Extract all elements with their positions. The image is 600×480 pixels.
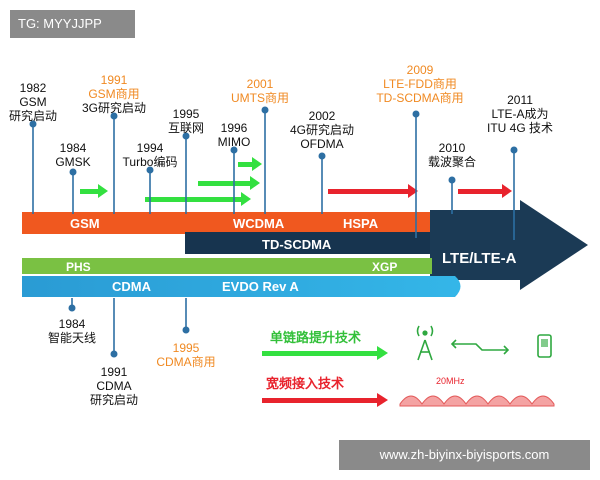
event-label: UMTS商用 (231, 90, 289, 105)
lte-arrow (430, 200, 588, 290)
pin-head (412, 110, 420, 118)
tdscdma-band (185, 232, 430, 254)
hspa-band-label: HSPA (343, 216, 379, 231)
bandwidth-humps (399, 395, 555, 407)
event-label: Turbo编码 (123, 154, 178, 169)
gsm-band-label: GSM (70, 216, 100, 231)
event-1991-top: 1991 GSM商用 3G研究启动 (82, 73, 146, 115)
event-year: 1982 (20, 81, 47, 95)
event-label: GSM (19, 95, 46, 109)
event-year: 1984 (59, 317, 86, 331)
event-label: GMSK (55, 155, 90, 169)
pin-head (182, 326, 190, 334)
event-label: CDMA商用 (156, 354, 215, 369)
wcdma-band-label: WCDMA (233, 216, 285, 231)
bandwidth-label: 20MHz (436, 376, 465, 386)
pins-top (29, 106, 518, 240)
cdma-band (22, 276, 461, 297)
watermark-tag: TG: MYYJJPP (10, 10, 135, 38)
antenna-tower-icon (416, 325, 434, 361)
event-label: 4G研究启动 (290, 122, 354, 137)
legend-broadband-label: 宽频接入技术 (265, 376, 344, 391)
event-label: TD-SCDMA商用 (376, 90, 463, 105)
pin-head (110, 350, 118, 358)
evdo-band-label: EVDO Rev A (222, 279, 299, 294)
event-1994: 1994 Turbo编码 (123, 141, 178, 169)
event-label: MIMO (218, 135, 251, 149)
red-arrow-1 (328, 184, 418, 198)
watermark-url: www.zh-biyinx-biyisports.com (339, 440, 590, 470)
event-label: GSM商用 (88, 86, 139, 101)
pin-head (69, 168, 77, 176)
event-label: CDMA (96, 379, 131, 393)
event-label: LTE-FDD商用 (383, 76, 457, 91)
green-arrow-4 (238, 157, 262, 171)
green-arrow-2 (145, 192, 251, 206)
cdma-band-label: CDMA (112, 279, 152, 294)
event-label: 智能天线 (48, 330, 96, 345)
pin-head (448, 176, 456, 184)
event-label: LTE-A成为 (491, 107, 548, 121)
event-label: 3G研究启动 (82, 100, 146, 115)
green-arrow-1 (80, 184, 108, 198)
event-year: 1984 (60, 141, 87, 155)
event-label: OFDMA (300, 137, 343, 151)
event-2002: 2002 4G研究启动 OFDMA (290, 109, 354, 151)
event-year: 1991 (101, 73, 128, 87)
lte-band-label: LTE/LTE-A (442, 250, 517, 267)
event-year: 2010 (439, 141, 466, 155)
pin-head (230, 146, 238, 154)
event-year: 2009 (407, 63, 434, 77)
event-label: 载波聚合 (428, 154, 476, 169)
green-arrow-3 (198, 176, 260, 190)
signal-link-icon (450, 339, 510, 355)
event-label: 研究启动 (90, 392, 138, 407)
event-1982: 1982 GSM 研究启动 (9, 81, 57, 123)
phs-band (22, 258, 432, 274)
event-year: 1991 (101, 365, 128, 379)
event-year: 1995 (173, 341, 200, 355)
event-label: ITU 4G 技术 (487, 121, 553, 135)
pin-head (146, 166, 154, 174)
event-year: 2002 (309, 109, 336, 123)
event-year: 2011 (507, 93, 533, 107)
pin-head (110, 112, 118, 120)
gsm-band (22, 212, 430, 234)
phs-band-label: PHS (66, 260, 91, 274)
event-1984-top: 1984 GMSK (55, 141, 90, 169)
event-1995-bottom: 1995 CDMA商用 (156, 341, 215, 369)
pins-bottom (68, 298, 190, 358)
event-2011: 2011 LTE-A成为 ITU 4G 技术 (487, 93, 553, 135)
event-year: 1995 (173, 107, 200, 121)
legend-green-arrow (262, 346, 388, 360)
xgp-band-label: XGP (372, 260, 397, 274)
event-1995-top: 1995 互联网 (168, 107, 204, 135)
event-year: 1996 (221, 121, 248, 135)
event-1984-bottom: 1984 智能天线 (48, 317, 96, 345)
event-1991-bottom: 1991 CDMA 研究启动 (90, 365, 138, 407)
red-arrow-2 (458, 184, 512, 198)
pin-head (68, 304, 76, 312)
pin-head (182, 132, 190, 140)
phone-icon (537, 334, 552, 358)
event-label: 互联网 (168, 121, 204, 135)
event-1996: 1996 MIMO (218, 121, 251, 149)
pin-head (318, 152, 326, 160)
event-2009: 2009 LTE-FDD商用 TD-SCDMA商用 (376, 63, 463, 105)
event-year: 1994 (137, 141, 164, 155)
event-year: 2001 (247, 77, 274, 91)
event-label: 研究启动 (9, 108, 57, 123)
event-2010: 2010 载波聚合 (428, 141, 476, 169)
pin-head (261, 106, 269, 114)
pin-head (29, 120, 37, 128)
tdscdma-band-label: TD-SCDMA (262, 237, 332, 252)
event-2001: 2001 UMTS商用 (231, 77, 289, 105)
legend-red-arrow (262, 393, 388, 407)
pin-head (510, 146, 518, 154)
legend-single-link-label: 单链路提升技术 (270, 330, 361, 345)
